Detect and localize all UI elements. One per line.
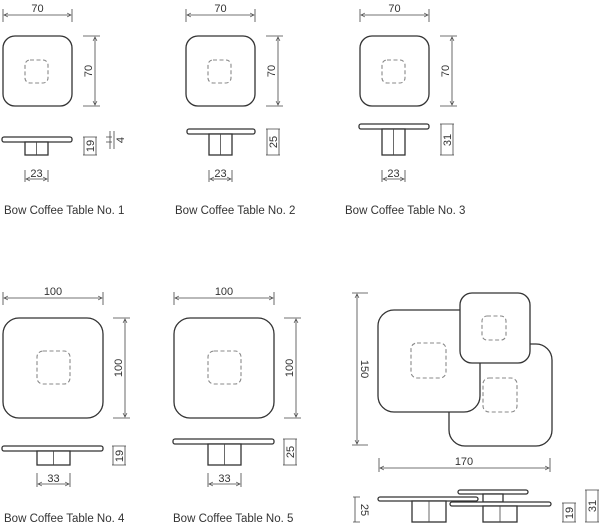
height-mid-label: 19 — [564, 507, 576, 519]
height-left-label: 25 — [358, 504, 370, 516]
table-name: Bow Coffee Table No. 5 — [173, 513, 293, 525]
height-label: 25 — [268, 136, 280, 148]
depth-label: 70 — [440, 65, 452, 77]
width-label: 70 — [31, 3, 43, 15]
table-1: 70 70 19 4 23 Bow Coffee Table No. 1 — [1, 3, 127, 217]
depth-label: 150 — [358, 360, 370, 378]
table-name: Bow Coffee Table No. 3 — [345, 205, 465, 217]
table-4: 100 100 19 33 Bow Coffee Table No. 4 — [1, 286, 130, 525]
top-view — [2, 35, 73, 107]
side-view — [1, 136, 73, 143]
table-5: 100 100 25 33 Bow Coffee Table No. 5 — [172, 286, 301, 525]
table-name: Bow Coffee Table No. 2 — [175, 205, 295, 217]
base-label: 23 — [387, 168, 399, 180]
height-label: 25 — [285, 446, 297, 458]
composite-arrangement: 150 170 25 19 31 — [352, 292, 599, 523]
table-3: 70 70 31 23 Bow Coffee Table No. 3 — [345, 3, 465, 217]
height-right-label: 31 — [587, 500, 599, 512]
height-label: 19 — [114, 450, 126, 462]
base-label: 23 — [30, 168, 42, 180]
base-label: 33 — [47, 473, 59, 485]
width-label: 170 — [455, 456, 473, 468]
width-label: 70 — [388, 3, 400, 15]
table-name: Bow Coffee Table No. 4 — [4, 513, 125, 525]
height-label: 19 — [85, 140, 97, 152]
depth-label: 100 — [113, 359, 125, 377]
table-2: 70 70 25 23 Bow Coffee Table No. 2 — [175, 3, 295, 217]
base-label: 33 — [218, 473, 230, 485]
width-label: 70 — [214, 3, 226, 15]
base-label: 23 — [214, 168, 226, 180]
width-label: 100 — [215, 286, 233, 298]
depth-label: 70 — [266, 65, 278, 77]
width-label: 100 — [44, 286, 62, 298]
height-label: 31 — [442, 134, 454, 146]
table-name: Bow Coffee Table No. 1 — [4, 205, 124, 217]
thickness-label: 4 — [115, 137, 127, 143]
depth-label: 100 — [284, 359, 296, 377]
depth-label: 70 — [83, 65, 95, 77]
